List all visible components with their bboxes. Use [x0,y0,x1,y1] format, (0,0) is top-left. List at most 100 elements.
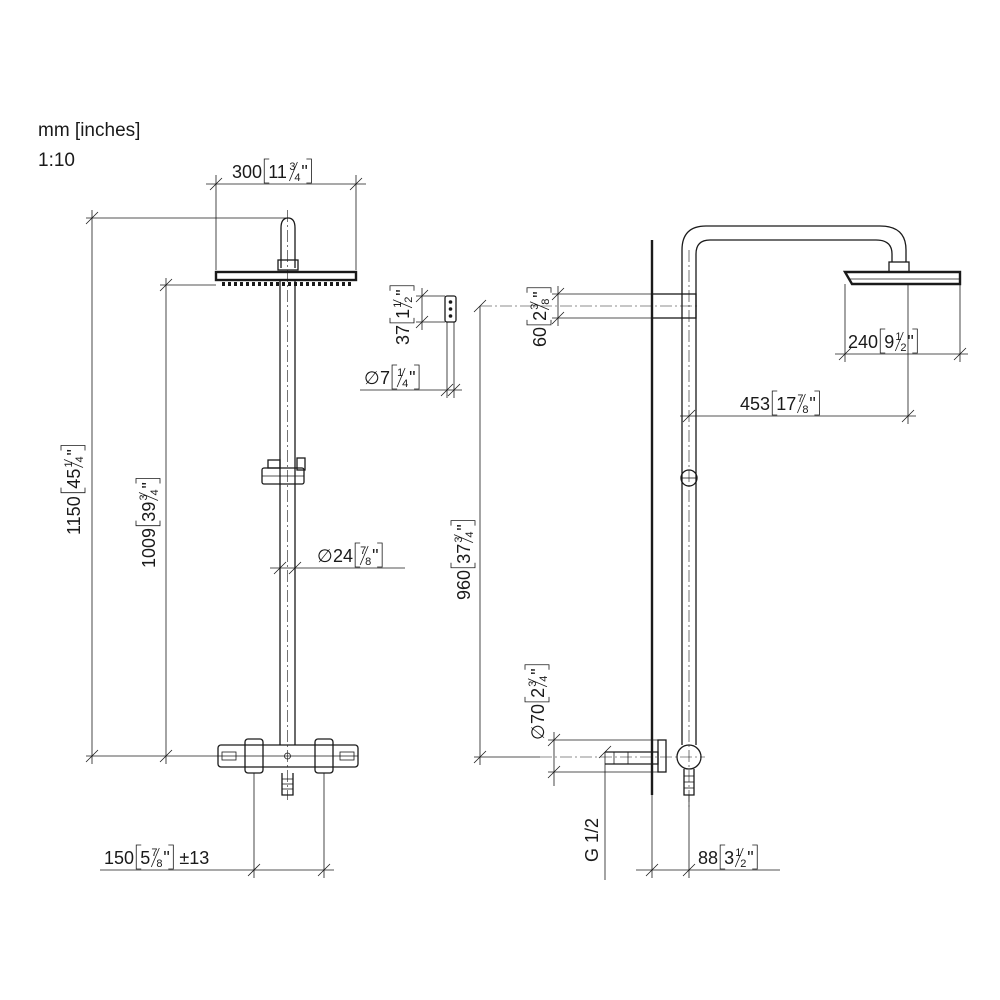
front-shower-head [214,270,358,282]
dim-mm-value: 300 [232,162,262,182]
dim-inch-numerator: 7 [151,847,157,859]
dim-inch-numerator: 1 [63,461,75,467]
nozzle [342,282,345,286]
inch-bracket-open [135,844,142,870]
inch-bracket-close [752,844,758,870]
dim-inch-whole: 1 [393,309,413,319]
dim-inch-whole: 2 [528,688,548,698]
inch-bracket-open [879,328,886,354]
nozzle [306,282,309,286]
diameter-symbol: ∅ [317,546,333,566]
inch-mark: " [409,368,415,388]
dim-inch-whole: 2 [530,311,550,321]
nozzle [330,282,333,286]
dim-mm-value: 453 [740,394,770,414]
dim-inch-denominator: 2 [403,297,415,303]
inch-bracket-open [60,487,86,494]
dim-inch-numerator: 1 [392,302,404,308]
inch-bracket-close [526,287,552,293]
bracket-detail [360,288,462,398]
front-view [214,210,359,800]
dim-inch-numerator: 3 [138,494,150,500]
inch-mark: " [528,668,548,674]
inch-bracket-open [526,319,552,326]
nozzle [282,282,285,286]
fraction-slash [527,678,548,688]
nozzle [270,282,273,286]
dim-mm-value: 37 [393,325,413,345]
inch-mark: " [372,546,378,566]
inch-bracket-close [524,664,550,670]
dim-mm-value: 150 [104,848,134,868]
dim-inch-numerator: 1 [895,331,901,343]
inch-mark: " [530,291,550,297]
nozzle [246,282,249,286]
dim-mm-value: 960 [454,570,474,600]
nozzle [234,282,237,286]
dim-inch-denominator: 8 [540,299,552,305]
dim-tolerance: ±13 [179,848,209,868]
nozzle [312,282,315,286]
nozzle [276,282,279,286]
dim-mm-value: 60 [530,327,550,347]
fraction-slash [289,161,298,182]
inch-bracket-close [377,542,383,568]
dim-inch-denominator: 8 [365,556,371,568]
nozzle [318,282,321,286]
inch-bracket-close [814,390,820,416]
inch-bracket-open [354,542,361,568]
dim-inch-denominator: 2 [900,342,906,354]
dim-mm-value: 1150 [64,496,84,535]
dim-inch-denominator: 4 [149,489,161,495]
diameter-symbol: ∅ [364,368,380,388]
fraction-slash [138,492,159,501]
nozzle [336,282,339,286]
inch-mark: " [454,524,474,530]
dim-inch-numerator: 1 [397,367,403,379]
dim-thread-size: G 1/2 [582,818,602,862]
fraction-slash [894,331,904,352]
inch-mark: " [163,848,169,868]
dim-inch-whole: 17 [776,394,796,414]
inch-bracket-open [771,390,778,416]
nozzle [240,282,243,286]
fraction-slash [797,393,806,414]
dim-inch-denominator: 4 [464,531,476,537]
dim-bracket-height: 60 238 " [526,287,552,347]
dim-mm-value: 240 [848,332,878,352]
inch-bracket-close [135,478,161,484]
dim-inch-whole: 45 [64,469,84,489]
fraction-slash [529,301,550,311]
dim-mm-value: 1009 [139,528,159,568]
fraction-slash [396,367,406,388]
inch-bracket-open [263,158,270,184]
inch-bracket-open [389,317,415,324]
inch-bracket-close [60,445,86,451]
inch-bracket-close [450,520,476,526]
dim-inch-numerator: 3 [289,161,295,173]
inch-mark: " [64,449,84,455]
dim-inch-denominator: 8 [802,404,808,416]
nozzle [252,282,255,286]
side-dimension-lines [473,284,968,880]
inch-mark: " [747,848,753,868]
dim-inch-numerator: 3 [529,304,541,310]
inch-bracket-close [389,285,415,291]
dim-inch-denominator: 4 [402,378,408,390]
dim-inch-numerator: 7 [360,545,366,557]
nozzle [228,282,231,286]
dim-inch-whole: 11 [268,162,287,182]
nozzle [264,282,267,286]
dim-mm-value: 7 [380,368,390,388]
dim-inch-whole: 9 [884,332,894,352]
nozzle [324,282,327,286]
dim-inch-numerator: 1 [735,847,741,859]
units-label: mm [inches] [38,120,140,141]
inch-mark: " [393,289,413,295]
nozzle [222,282,225,286]
